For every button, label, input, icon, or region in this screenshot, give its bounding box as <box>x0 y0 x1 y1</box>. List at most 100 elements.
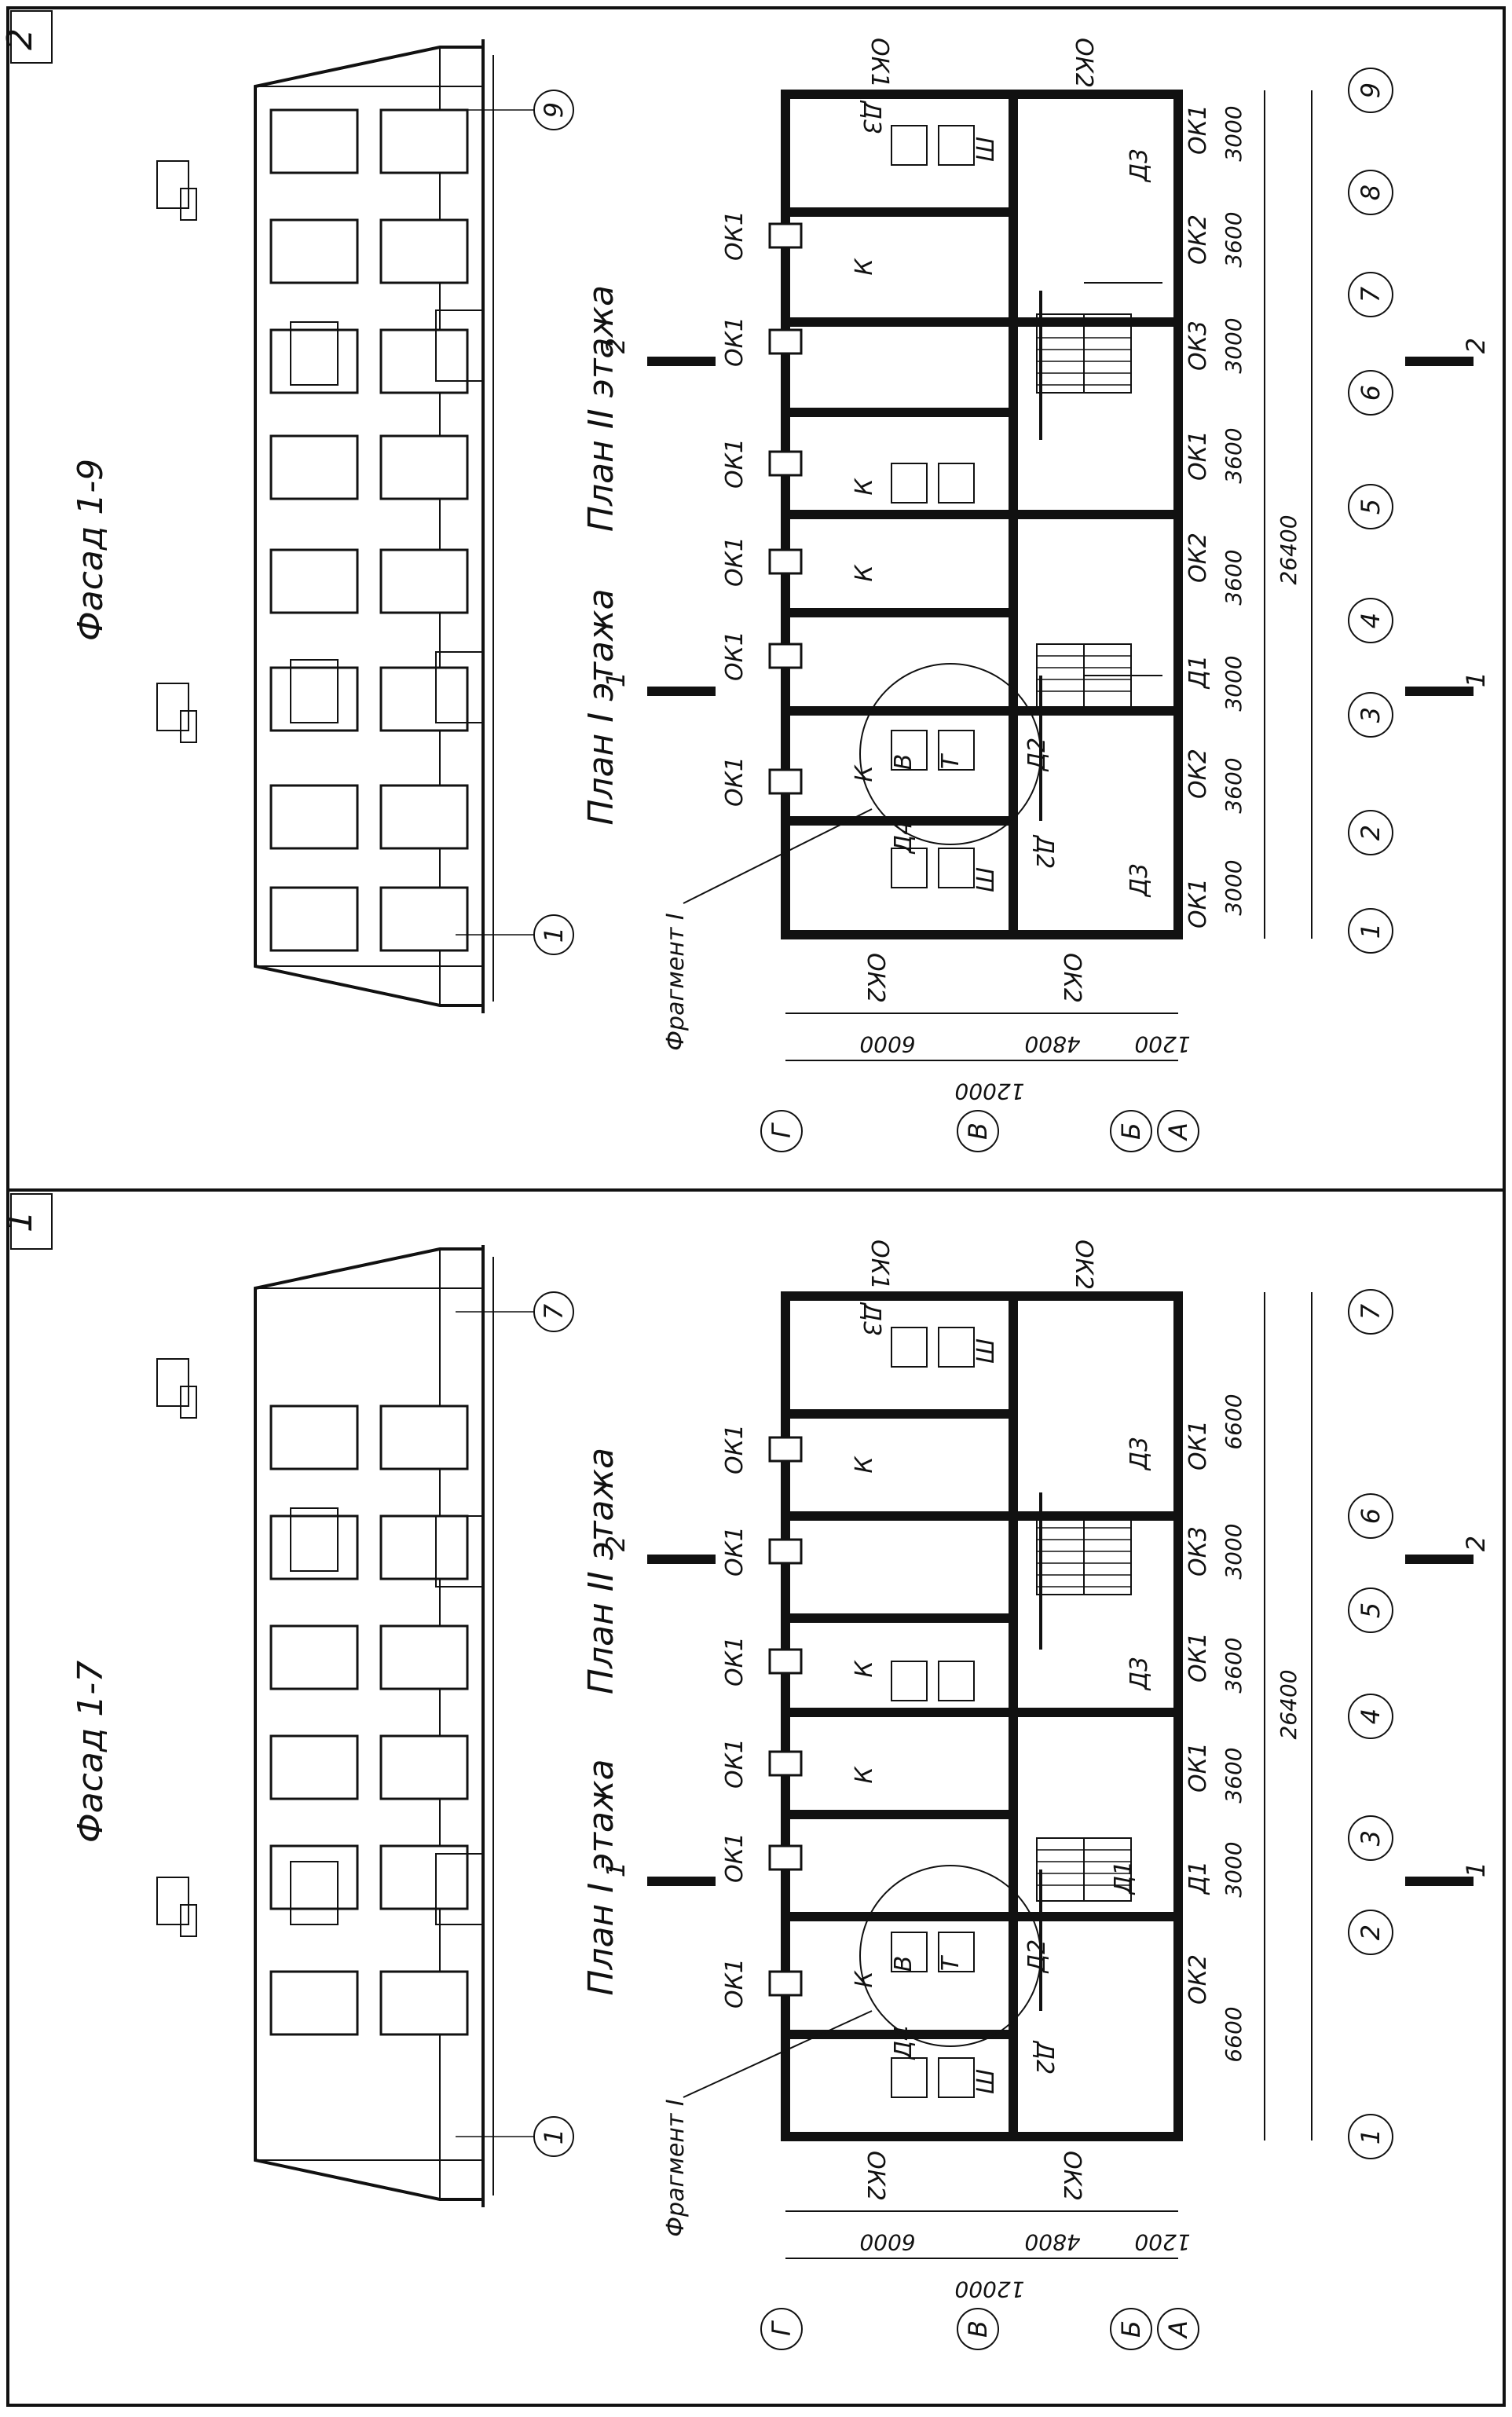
facade-axis-bubble <box>533 914 574 955</box>
chimney <box>156 160 189 209</box>
room-label: Ш <box>972 1339 1000 1364</box>
fragment-circle <box>859 1865 1042 2047</box>
facade-roof <box>254 1247 485 2201</box>
svg-text:1: 1 <box>601 672 631 687</box>
facade-title: Фасад 1-9 <box>71 459 111 641</box>
window-label: ОК1 <box>866 1240 893 1290</box>
svg-text:2: 2 <box>601 338 631 353</box>
room-label: Д2 <box>1023 1939 1051 1975</box>
svg-text:5: 5 <box>1356 499 1386 515</box>
room-label: В <box>890 754 917 771</box>
window-label: ОК1 <box>1184 104 1212 155</box>
room-label: Д4 <box>890 820 917 855</box>
axis-letters: Г В Б А <box>760 1110 1199 1152</box>
room-label: К <box>851 1766 878 1784</box>
dim-text: 1200 <box>1134 2229 1190 2255</box>
room-label: Д2 <box>1023 738 1051 773</box>
room-label: К <box>851 258 878 276</box>
room-label: Д3 <box>1126 1437 1153 1472</box>
window-label: ОК2 <box>1184 214 1212 265</box>
window-label: ОК1 <box>1184 1632 1212 1683</box>
dim-total: 12000 <box>954 2276 1024 2302</box>
dim-text: 3000 <box>1221 859 1247 915</box>
window-label: ОК2 <box>1184 1954 1212 2005</box>
room-label: Ш <box>972 137 1000 162</box>
window-label: ОК3 <box>1184 1526 1212 1577</box>
svg-text:2: 2 <box>601 1536 631 1551</box>
svg-text:2: 2 <box>1356 1924 1386 1940</box>
chimney <box>180 1386 197 1419</box>
svg-text:4: 4 <box>1356 613 1386 628</box>
chimney <box>180 188 197 221</box>
plan-second-title: План II этажа <box>581 1448 621 1694</box>
axis-bubbles: 1 2 3 4 5 6 7 8 9 <box>1348 68 1393 954</box>
plan-first-title: План I этажа <box>581 588 621 825</box>
dim-text: 6600 <box>1221 1393 1247 1449</box>
svg-text:6: 6 <box>1356 385 1386 401</box>
window-label: ОК1 <box>721 1958 749 2009</box>
plan-top-windows <box>768 222 803 795</box>
dim-text: 3000 <box>1221 655 1247 711</box>
room-label: Д3 <box>1126 863 1153 899</box>
window-label: ОК2 <box>1058 953 1085 1003</box>
window-label: Д1 <box>1184 1861 1212 1896</box>
svg-text:9: 9 <box>1356 82 1386 98</box>
window-label: ОК3 <box>1184 320 1212 371</box>
room-label: Ш <box>972 867 1000 892</box>
staircase <box>1036 1515 1132 1595</box>
window-label: ОК1 <box>721 438 749 489</box>
chimney <box>180 1904 197 1937</box>
svg-text:8: 8 <box>1356 185 1386 200</box>
window-label: ОК1 <box>721 756 749 807</box>
room-label: Д3 <box>1126 1657 1153 1692</box>
dim-text: 6000 <box>859 2229 915 2255</box>
dim-text: 3600 <box>1221 1747 1247 1803</box>
facade-title: Фасад 1-7 <box>71 1661 111 1843</box>
dim-text: 3000 <box>1221 317 1247 373</box>
svg-text:2: 2 <box>1461 338 1491 353</box>
chimney <box>156 1358 189 1407</box>
dim-text: 4800 <box>1024 1031 1080 1057</box>
window-label: ОК2 <box>1184 749 1212 799</box>
room-label: Т <box>937 1954 965 1971</box>
svg-text:2: 2 <box>1461 1536 1491 1551</box>
facade-axis-bubble <box>533 2116 574 2157</box>
svg-text:6: 6 <box>1356 1508 1386 1524</box>
staircase <box>1036 1837 1132 1902</box>
sheet-number-box <box>10 1193 53 1250</box>
svg-text:1: 1 <box>1356 923 1386 939</box>
svg-text:1: 1 <box>1461 672 1491 687</box>
facade-axis-bubble <box>533 90 574 130</box>
dim-total: 26400 <box>1276 515 1301 584</box>
sheet-number-box <box>10 10 53 64</box>
section-mark-1: 1 1 <box>601 672 1491 696</box>
fragment-label: Фрагмент I <box>662 2099 690 2237</box>
dim-text: 3600 <box>1221 549 1247 605</box>
svg-text:Г: Г <box>767 2320 796 2336</box>
svg-text:Б: Б <box>1116 1122 1146 1140</box>
facade-windows <box>269 108 484 952</box>
room-label: К <box>851 1456 878 1474</box>
staircase <box>1036 643 1132 708</box>
room-label: Т <box>937 753 965 769</box>
window-label: ОК1 <box>721 1833 749 1883</box>
room-label: Д2 <box>1031 2040 1058 2075</box>
fragment-label: Фрагмент I <box>662 913 690 1051</box>
room-label: К <box>851 1970 878 1988</box>
plan-first-title: План I этажа <box>581 1759 621 1995</box>
dim-text: 3600 <box>1221 1637 1247 1693</box>
room-label: Д3 <box>858 100 885 135</box>
svg-text:1: 1 <box>1356 2129 1386 2144</box>
dim-total: 12000 <box>954 1078 1024 1104</box>
window-label: ОК1 <box>1184 430 1212 481</box>
window-label: Д1 <box>1184 655 1212 690</box>
floor-plan <box>683 90 1183 939</box>
window-label: ОК1 <box>866 38 893 88</box>
room-label: Д1 <box>1110 1861 1137 1896</box>
svg-text:Г: Г <box>767 1122 796 1138</box>
room-label: Д3 <box>858 1302 885 1337</box>
section-mark-2: 2 2 <box>601 338 1491 366</box>
svg-text:7: 7 <box>1356 286 1386 302</box>
svg-text:Б: Б <box>1116 2320 1146 2338</box>
